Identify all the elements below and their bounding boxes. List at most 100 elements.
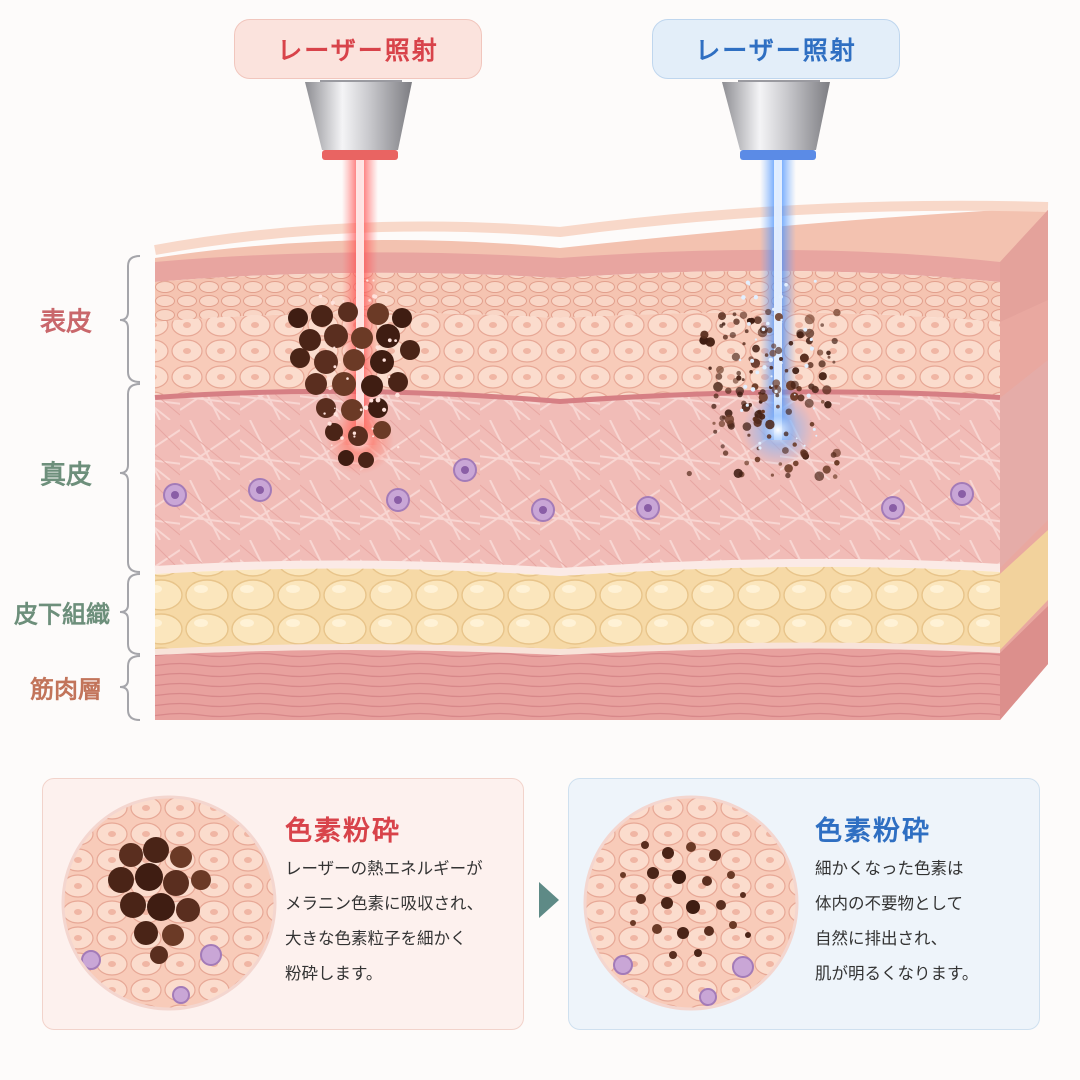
card-pigment-break-blue: 色素粉砕 細かくなった色素は 体内の不要物として 自然に排出され、 肌が明るくな…: [568, 778, 1040, 1030]
pigment-fragment: [822, 385, 832, 395]
pigment-fragment: [732, 312, 737, 317]
zoom-circle-large-pigment: [61, 795, 277, 1011]
pigment-granule: [351, 327, 373, 349]
sparkle: [371, 427, 374, 430]
card-red-line: レーザーの熱エネルギーが: [285, 859, 483, 878]
pigment-fragment: [746, 318, 753, 324]
sparkle: [372, 435, 375, 438]
pigment-fragment: [735, 386, 744, 396]
sparkle: [748, 283, 751, 286]
pigment-fragment: [832, 360, 836, 364]
zoom-pigment-fragments: [620, 841, 751, 959]
sparkle: [359, 408, 363, 412]
card-red-line: メラニン色素に吸収され、: [285, 894, 484, 913]
pigment-fragment: [784, 464, 793, 473]
sparkle: [336, 415, 338, 417]
pigment-fragment: [792, 442, 797, 447]
sparkle: [741, 295, 746, 300]
pigment-granule: [325, 423, 343, 441]
sparkle: [784, 282, 788, 287]
pigment-fragment: [765, 308, 772, 316]
pigment-fragment: [769, 349, 777, 357]
pigment-fragment: [770, 473, 775, 477]
pigment-fragment: [721, 322, 726, 326]
laser-label-left: レーザー照射: [234, 19, 482, 79]
card-red-line: 粉砕します。: [285, 964, 383, 983]
pigment-fragment: [822, 465, 831, 474]
pigment-granule: [341, 399, 363, 421]
sparkle: [813, 279, 817, 283]
sparkle: [803, 444, 806, 447]
sparkle: [774, 389, 778, 394]
sparkle: [366, 279, 369, 282]
sparkle: [812, 427, 816, 431]
pigment-granule: [358, 452, 374, 468]
pigment-granule: [368, 398, 388, 418]
pigment-fragment: [686, 470, 692, 477]
pigment-fragment: [736, 370, 741, 376]
pigment-fragment: [713, 393, 719, 399]
pigment-fragment: [826, 350, 831, 356]
sparkle: [369, 398, 374, 403]
sparkle: [375, 345, 380, 350]
sparkle: [809, 337, 813, 342]
pigment-fragment: [824, 401, 832, 409]
pigment-fragment: [761, 409, 765, 414]
sparkle: [363, 405, 369, 411]
pigment-granule: [348, 426, 368, 446]
pigment-fragment: [754, 456, 761, 463]
pigment-fragment: [715, 373, 723, 380]
pigment-fragment: [788, 341, 794, 346]
pigment-fragment: [790, 380, 799, 390]
pigment-fragment: [809, 422, 815, 427]
pigment-fragment: [744, 329, 749, 334]
pigment-fragment: [722, 415, 726, 420]
sparkle: [809, 346, 815, 351]
pigment-fragment: [744, 460, 750, 466]
card-blue-line: 体内の不要物として: [815, 894, 964, 913]
pigment-fragment: [785, 472, 791, 479]
sparkle: [342, 300, 345, 302]
pigment-granule: [332, 372, 356, 396]
sparkle: [762, 365, 767, 370]
card-red-line: 大きな色素粒子を細かく: [285, 929, 467, 948]
pigment-fragment: [708, 366, 712, 370]
pigment-fragment: [820, 323, 824, 327]
sparkle: [384, 290, 388, 294]
pigment-fragment: [797, 394, 805, 402]
pigment-fragment: [827, 355, 831, 359]
pigment-fragment: [753, 415, 763, 425]
pigment-granule: [376, 324, 400, 348]
pigment-fragment: [742, 342, 746, 346]
layer-label-epidermis: 表皮: [40, 307, 93, 338]
pigment-fragment: [718, 420, 726, 427]
pigment-fragment: [760, 389, 766, 395]
pigment-fragment: [775, 393, 780, 398]
sparkle: [377, 396, 380, 399]
pigment-fragment: [712, 421, 716, 425]
pigment-fragment: [720, 444, 725, 449]
sparkle: [740, 408, 744, 412]
pigment-fragment: [779, 357, 783, 361]
pigment-fragment: [834, 460, 840, 466]
pigment-fragment: [724, 414, 735, 425]
skin-top-surface: [155, 210, 1048, 262]
pigment-granule: [314, 350, 338, 374]
pigment-fragments: [686, 279, 841, 482]
sparkle: [803, 327, 808, 332]
sparkle: [353, 435, 356, 438]
sparkle: [745, 403, 749, 407]
pigment-fragment: [817, 349, 824, 356]
card-blue-line: 肌が明るくなります。: [815, 964, 979, 983]
pigment-fragment: [711, 403, 717, 409]
pigment-fragment: [830, 452, 837, 458]
sparkle: [754, 338, 758, 341]
pigment-fragment: [784, 368, 789, 373]
pigment-granule: [400, 340, 420, 360]
pigment-fragment: [771, 343, 777, 349]
pigment-fragment: [831, 337, 838, 345]
pigment-fragment: [818, 372, 827, 381]
sparkle: [778, 294, 783, 299]
pigment-fragment: [722, 450, 729, 456]
pigment-fragment: [833, 308, 841, 317]
